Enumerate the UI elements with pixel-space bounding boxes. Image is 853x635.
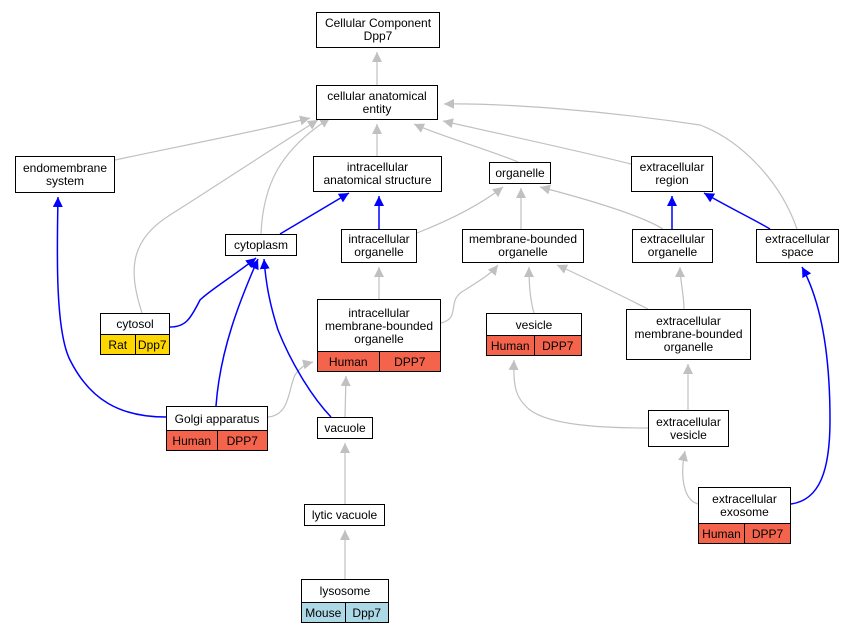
node-label: intracellular anatomical structure <box>323 160 432 187</box>
node-lytic[interactable]: lytic vacuole <box>304 504 385 526</box>
edge-ecv-to-vesicle <box>508 359 649 429</box>
node-label: endomembrane system <box>22 160 108 188</box>
node-label: Cellular Component Dpp7 <box>324 16 432 43</box>
node-cytoplasm[interactable]: cytoplasm <box>225 234 297 256</box>
node-label: extracellular membrane-bounded organelle <box>634 314 743 354</box>
edge-cytosol-to-cytoplasm <box>169 257 257 328</box>
gene-badge: DPP7 <box>533 336 581 355</box>
species-badge: Human <box>487 336 534 355</box>
node-label: Golgi apparatus <box>174 411 260 426</box>
species-badge: Human <box>318 352 379 371</box>
species-badge: Mouse <box>302 603 345 622</box>
gene-badge: Dpp7 <box>134 335 169 354</box>
edge-eco-to-organelle <box>539 184 664 230</box>
node-label: vacuole <box>324 420 366 435</box>
node-mbo[interactable]: membrane-bounded organelle <box>462 229 584 263</box>
edge-ecs-to-ecr <box>703 192 771 230</box>
node-ias[interactable]: intracellular anatomical structure <box>313 156 442 192</box>
edge-vesicle-to-mbo <box>524 266 535 314</box>
edge-cytoplasm-to-ias <box>279 192 350 235</box>
gene-badge: Dpp7 <box>344 603 388 622</box>
node-organelle[interactable]: organelle <box>489 162 551 184</box>
edge-vacuole-to-cytoplasm <box>259 258 332 418</box>
node-cae[interactable]: cellular anatomical entity <box>316 85 438 120</box>
node-label: vesicle <box>515 317 553 332</box>
edge-ecr-to-cae <box>442 118 632 165</box>
edge-imbo-to-mbo <box>440 264 499 324</box>
edge-golgi-to-cytoplasm <box>215 258 259 407</box>
edge-exosome-to-ecs <box>790 266 831 505</box>
edge-io-to-organelle <box>416 186 504 234</box>
node-label: intracellular membrane-bounded organelle <box>324 305 434 346</box>
node-label: cellular anatomical entity <box>327 88 427 116</box>
node-label: organelle <box>495 165 545 180</box>
node-endo[interactable]: endomembrane system <box>15 156 115 193</box>
node-label: extracellular vesicle <box>656 414 721 442</box>
species-badge: Human <box>167 431 217 450</box>
edge-vacuole-to-imbo <box>340 375 351 418</box>
edge-golgi-to-imbo <box>267 359 314 418</box>
gene-badge: DPP7 <box>378 352 440 371</box>
edge-endo-to-cae <box>114 115 311 161</box>
species-badge: Human <box>699 524 744 543</box>
node-label: extracellular exosome <box>712 492 777 519</box>
node-label: extracellular space <box>765 232 830 259</box>
node-label: extracellular region <box>639 160 705 187</box>
species-badge: Rat <box>101 335 135 354</box>
node-label: intracellular organelle <box>348 232 410 259</box>
node-label: cytosol <box>116 317 154 331</box>
node-label: cytoplasm <box>233 237 289 252</box>
edge-exosome-to-ecv <box>678 450 699 505</box>
node-imbo[interactable]: intracellular membrane-bounded organelle… <box>317 299 441 372</box>
node-io[interactable]: intracellular organelle <box>341 229 417 263</box>
node-ecv[interactable]: extracellular vesicle <box>648 410 729 447</box>
gene-badge: DPP7 <box>744 524 790 543</box>
node-ecs[interactable]: extracellular space <box>756 229 839 263</box>
node-label: lytic vacuole <box>311 507 378 522</box>
edge-cytosol-to-cae <box>133 119 319 314</box>
edge-ecs-to-cae <box>443 98 798 230</box>
node-vacuole[interactable]: vacuole <box>317 417 373 439</box>
node-eco[interactable]: extracellular organelle <box>632 229 713 263</box>
node-label: extracellular organelle <box>640 232 705 259</box>
gene-badge: DPP7 <box>216 431 267 450</box>
edge-ecmbo-to-mbo <box>556 264 649 310</box>
edge-organelle-to-cae <box>413 123 519 163</box>
node-ecr[interactable]: extracellular region <box>631 156 713 192</box>
edge-golgi-to-endo <box>52 196 167 418</box>
node-ecmbo[interactable]: extracellular membrane-bounded organelle <box>626 309 751 360</box>
node-label: membrane-bounded organelle <box>468 232 578 259</box>
node-cc[interactable]: Cellular Component Dpp7 <box>316 12 440 48</box>
node-label: lysosome <box>319 584 371 598</box>
edge-ecmbo-to-eco <box>675 266 686 310</box>
